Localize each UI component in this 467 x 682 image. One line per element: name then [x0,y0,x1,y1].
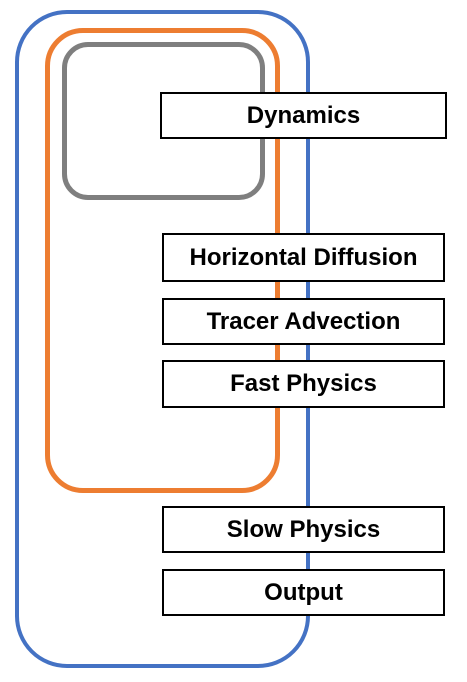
step-slow-physics: Slow Physics [162,506,445,553]
step-tracer-advection: Tracer Advection [162,298,445,345]
step-output: Output [162,569,445,616]
step-fast-physics: Fast Physics [162,360,445,408]
step-horizontal-diffusion: Horizontal Diffusion [162,233,445,282]
step-dynamics: Dynamics [160,92,447,139]
